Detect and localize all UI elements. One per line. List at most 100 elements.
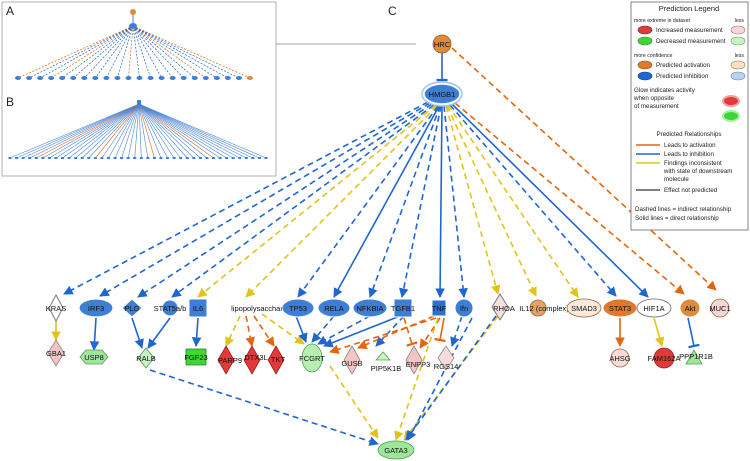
edge-tnf-gata3 xyxy=(394,317,439,441)
node-stat5ab[interactable] xyxy=(161,299,179,317)
edge-rela-fcgrt xyxy=(311,315,335,343)
node-ifn[interactable] xyxy=(454,298,474,318)
edge-hmgb1-nfkbia xyxy=(368,105,441,298)
legend-less-2: less xyxy=(735,53,745,59)
legend-rel-inconsistent-3: molecule xyxy=(664,176,689,183)
edge-hmgb1-stat5 xyxy=(171,104,435,298)
node-hrc[interactable] xyxy=(432,34,452,54)
mini-b-leaf-node xyxy=(264,157,268,159)
legend-rel-activation: Leads to activation xyxy=(664,142,716,149)
mini-b-leaf-node xyxy=(34,157,38,159)
node-il6[interactable] xyxy=(188,298,208,318)
mini-network-a xyxy=(15,9,253,80)
node-gata3[interactable] xyxy=(377,440,415,460)
node-kras[interactable] xyxy=(48,294,64,322)
node-label-hif1a: HIF1A xyxy=(643,304,664,313)
legend-activation-less-swatch xyxy=(730,60,746,70)
node-tkt[interactable] xyxy=(267,345,285,375)
node-enpp3[interactable] xyxy=(405,345,423,375)
mini-b-edge xyxy=(36,103,140,159)
node-muc1[interactable] xyxy=(710,298,730,318)
edge-tp53-fcgrt xyxy=(295,315,308,343)
node-tp53[interactable] xyxy=(281,298,315,318)
node-nfkbia[interactable] xyxy=(352,298,388,318)
edge-nfkbia-fcgrt xyxy=(317,315,371,345)
node-gba1[interactable] xyxy=(47,339,65,367)
mini-b-leaf-node xyxy=(192,157,196,159)
edge-hmgb1-lps xyxy=(245,105,438,298)
node-tgfb1[interactable] xyxy=(393,298,413,318)
node-il12[interactable] xyxy=(529,299,547,317)
node-gusb[interactable] xyxy=(343,345,361,375)
node-hmgb1-glow xyxy=(421,81,463,107)
node-fcgrt[interactable] xyxy=(301,343,323,373)
mini-b-edge xyxy=(29,103,140,159)
mini-a-leaf-node xyxy=(235,76,242,80)
mini-b-leaf-node xyxy=(257,157,261,159)
node-label-pip5k1b: PIP5K1B xyxy=(371,364,401,373)
node-rela[interactable] xyxy=(317,298,351,318)
node-parp9[interactable] xyxy=(217,345,235,375)
mini-b-edge xyxy=(138,103,214,159)
node-ppp1r1b[interactable] xyxy=(685,349,703,365)
mini-b-edge xyxy=(138,103,208,159)
node-akt[interactable] xyxy=(679,298,701,318)
node-smad3[interactable] xyxy=(566,298,602,318)
mini-b-leaf-node xyxy=(67,157,71,159)
node-usp8[interactable] xyxy=(79,349,109,365)
node-tnf[interactable] xyxy=(431,299,447,317)
mini-b-edge xyxy=(101,103,140,159)
node-label-fgf23: FGF23 xyxy=(184,353,207,362)
node-ahsg[interactable] xyxy=(610,348,630,368)
node-label-hmgb1: HMGB1 xyxy=(429,90,456,99)
node-label-nfkbia: NFKBIA xyxy=(356,304,383,313)
mini-b-edge xyxy=(108,103,140,159)
mini-b-edge xyxy=(9,103,140,159)
edge-hmgb1-irf3 xyxy=(99,102,431,297)
mini-b-hub-node xyxy=(137,100,141,105)
mini-b-leaf-node xyxy=(179,157,183,159)
mini-b-leaf-node xyxy=(54,157,58,159)
mini-a-edge xyxy=(132,25,184,79)
node-ralb[interactable] xyxy=(137,347,155,369)
mini-b-leaf-node xyxy=(61,157,65,159)
mini-b-edge xyxy=(138,103,142,159)
mini-a-root-node xyxy=(130,9,136,15)
edges xyxy=(51,47,717,446)
node-label-il6: IL6 xyxy=(193,304,203,313)
mini-b-leaf-node xyxy=(172,157,176,159)
panel-label-b: B xyxy=(6,95,14,109)
edge-ifn-rgs14 xyxy=(450,315,463,347)
node-label-ahsg: AHSG xyxy=(609,354,630,363)
node-rgs14[interactable] xyxy=(437,345,455,371)
node-label-lps[interactable]: lipopolysaccharide xyxy=(231,304,293,313)
mini-b-edge xyxy=(81,103,140,159)
node-hmgb1[interactable] xyxy=(423,83,461,105)
legend-decreased: Decreased measurement xyxy=(656,38,726,45)
mini-b-leaf-node xyxy=(159,157,163,159)
node-label-ifn: Ifn xyxy=(460,304,468,313)
mini-a-leaf-node xyxy=(180,76,187,80)
mini-b-leaf-node xyxy=(8,157,12,159)
mini-b-leaf-node xyxy=(113,157,117,159)
mini-b-leaf-node xyxy=(126,157,130,159)
mini-b-leaf-node xyxy=(74,157,78,159)
node-label-tnf: TNF xyxy=(432,304,447,313)
node-fam162a[interactable] xyxy=(653,347,675,369)
node-hif1a[interactable] xyxy=(636,298,672,318)
node-irf3[interactable] xyxy=(78,298,114,318)
edge-tnf-rgs14 xyxy=(434,317,446,343)
node-dtx3l[interactable] xyxy=(243,345,261,375)
node-pip5k1b[interactable] xyxy=(375,351,391,361)
node-rhoa[interactable] xyxy=(491,293,509,321)
mini-a-leaf-node xyxy=(103,76,110,80)
mini-b-leaf-node xyxy=(15,157,19,159)
mini-b-leaf-node xyxy=(198,157,202,159)
mini-b-leaf-node xyxy=(41,157,45,159)
node-fgf23[interactable] xyxy=(185,348,207,366)
mini-b-leaf-node xyxy=(28,157,32,159)
node-plg[interactable] xyxy=(121,298,143,318)
node-label-fam162a: FAM162A xyxy=(648,354,681,363)
mini-a-leaf-node xyxy=(70,76,77,80)
